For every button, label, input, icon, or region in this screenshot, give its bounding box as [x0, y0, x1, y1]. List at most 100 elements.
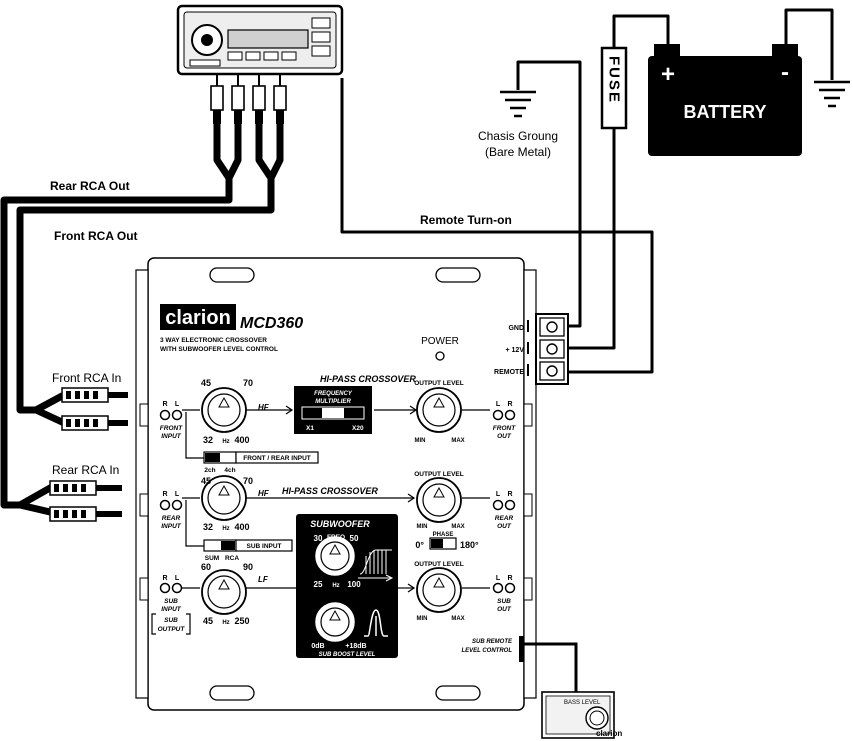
power-wiring — [340, 8, 834, 374]
remote-cable — [524, 642, 578, 696]
sub-frequency-knob[interactable] — [315, 536, 355, 576]
sub-knob-250: 250 — [234, 616, 249, 626]
front-output-level-label: OUTPUT LEVEL — [414, 380, 464, 387]
chassis-ground-sublabel: (Bare Metal) — [485, 145, 551, 159]
front-input-jacks — [159, 409, 183, 421]
sub-knob-hz: Hz — [222, 620, 229, 626]
brand-logo-text: clarion — [165, 307, 231, 329]
sub-remote-connector — [519, 636, 524, 662]
rca-cables — [0, 120, 284, 516]
sub-input-r: R — [162, 575, 167, 582]
fuse — [600, 46, 628, 130]
front-knob-32: 32 — [203, 435, 213, 445]
rear-out-min: MIN — [417, 524, 428, 530]
mult-x20: X20 — [352, 425, 364, 432]
sub-boost-knob[interactable] — [315, 602, 355, 642]
sub-out-min: MIN — [417, 616, 428, 622]
rear-input-label-2: INPUT — [161, 523, 182, 530]
front-rear-switch-label: FRONT / REAR INPUT — [243, 455, 311, 462]
sub-input-label: SUB — [164, 598, 178, 605]
phase-label: PHASE — [433, 532, 454, 538]
battery-minus: - — [781, 59, 789, 86]
fuse-label: FUSE — [606, 56, 623, 104]
remote-brand: clarion — [596, 729, 622, 738]
front-knob-45: 45 — [201, 378, 211, 388]
sub-out-label: SUB — [497, 598, 511, 605]
front-output-level-knob[interactable] — [416, 387, 462, 433]
model-name: MCD360 — [240, 315, 303, 332]
front-hpf-knob[interactable] — [201, 387, 247, 433]
power-led — [435, 351, 445, 361]
front-rca-in-plugs — [61, 387, 128, 431]
front-out-label-2: OUT — [497, 433, 512, 440]
sub-input-l: L — [175, 575, 180, 582]
rear-output-level-knob[interactable] — [416, 477, 462, 523]
bass-remote-module — [541, 691, 615, 739]
phase-switch[interactable] — [429, 537, 457, 550]
sub-input-switch[interactable] — [203, 539, 293, 552]
sub-out-r: R — [507, 575, 512, 582]
front-out-label: FRONT — [493, 425, 516, 432]
phase-180: 180° — [460, 540, 479, 550]
front-knob-400: 400 — [234, 435, 249, 445]
sub-boost-title: SUB BOOST LEVEL — [319, 652, 376, 658]
sub-output-level-label: OUTPUT LEVEL — [414, 561, 464, 568]
mult-x1: X1 — [306, 425, 314, 432]
model-desc-2: WITH SUBWOOFER LEVEL CONTROL — [160, 346, 278, 353]
rear-knob-45: 45 — [201, 476, 211, 486]
bass-level-title: BASS LEVEL — [564, 700, 601, 706]
sub-out-l: L — [496, 575, 501, 582]
sub-input-switch-label: SUB INPUT — [246, 543, 281, 550]
sub-boost-0db: 0dB — [311, 643, 324, 650]
head-unit-rca-jacks — [210, 74, 287, 124]
sub-lpf-knob[interactable] — [201, 569, 247, 615]
ground-symbol-icon — [500, 90, 536, 118]
rear-rca-in-label: Rear RCA In — [52, 463, 119, 477]
rear-signal-lines — [182, 493, 490, 503]
sub-output-level-knob[interactable] — [416, 567, 462, 613]
sub-out-label-2: OUT — [497, 606, 512, 613]
frequency-multiplier-switch[interactable] — [294, 386, 372, 434]
ground-symbol-battery-icon — [814, 80, 850, 108]
phase-0: 0° — [415, 540, 424, 550]
rear-output-jacks — [492, 499, 516, 511]
sub-remote-label-2: LEVEL CONTROL — [461, 648, 512, 654]
front-rear-switch-2ch: 2ch — [204, 467, 215, 474]
sub-remote-label: SUB REMOTE — [472, 639, 513, 645]
front-signal-lines — [182, 405, 490, 415]
rear-hpf-icon: HF — [258, 489, 270, 498]
rear-rca-out-label: Rear RCA Out — [50, 179, 130, 193]
sub-freq-hz: Hz — [332, 583, 339, 589]
sub-freq-30: 30 — [314, 534, 323, 543]
battery-plus: + — [661, 61, 675, 88]
bass-level-knob[interactable] — [585, 706, 609, 730]
terminal-gnd-label: GND — [508, 325, 524, 332]
clarion-logo — [160, 304, 236, 330]
sub-freq-25: 25 — [314, 580, 323, 589]
sub-freq-100: 100 — [347, 580, 361, 589]
mult-title-2: MULTIPLIER — [315, 399, 351, 405]
rear-out-label: REAR — [495, 515, 514, 522]
sub-knob-45: 45 — [203, 616, 213, 626]
front-out-max: MAX — [451, 438, 464, 444]
rear-out-max: MAX — [451, 524, 464, 530]
rear-hpf-knob[interactable] — [201, 475, 247, 521]
sub-freq-50: 50 — [350, 534, 359, 543]
rear-output-level-label: OUTPUT LEVEL — [414, 471, 464, 478]
front-output-jacks — [492, 409, 516, 421]
front-input-label-2: INPUT — [161, 433, 182, 440]
front-out-r: R — [507, 401, 512, 408]
power-terminal-block — [527, 313, 569, 385]
front-input-label: FRONT — [160, 425, 183, 432]
chassis-ground-label: Chasis Groung — [478, 129, 558, 143]
rear-out-r: R — [507, 491, 512, 498]
rear-out-l: L — [496, 491, 501, 498]
battery — [648, 44, 802, 156]
front-knob-70: 70 — [243, 378, 253, 388]
switch-connectors — [185, 412, 204, 547]
sub-lpf-icon: LF — [258, 575, 269, 584]
sub-knob-60: 60 — [201, 562, 211, 572]
rear-knob-70: 70 — [243, 476, 253, 486]
